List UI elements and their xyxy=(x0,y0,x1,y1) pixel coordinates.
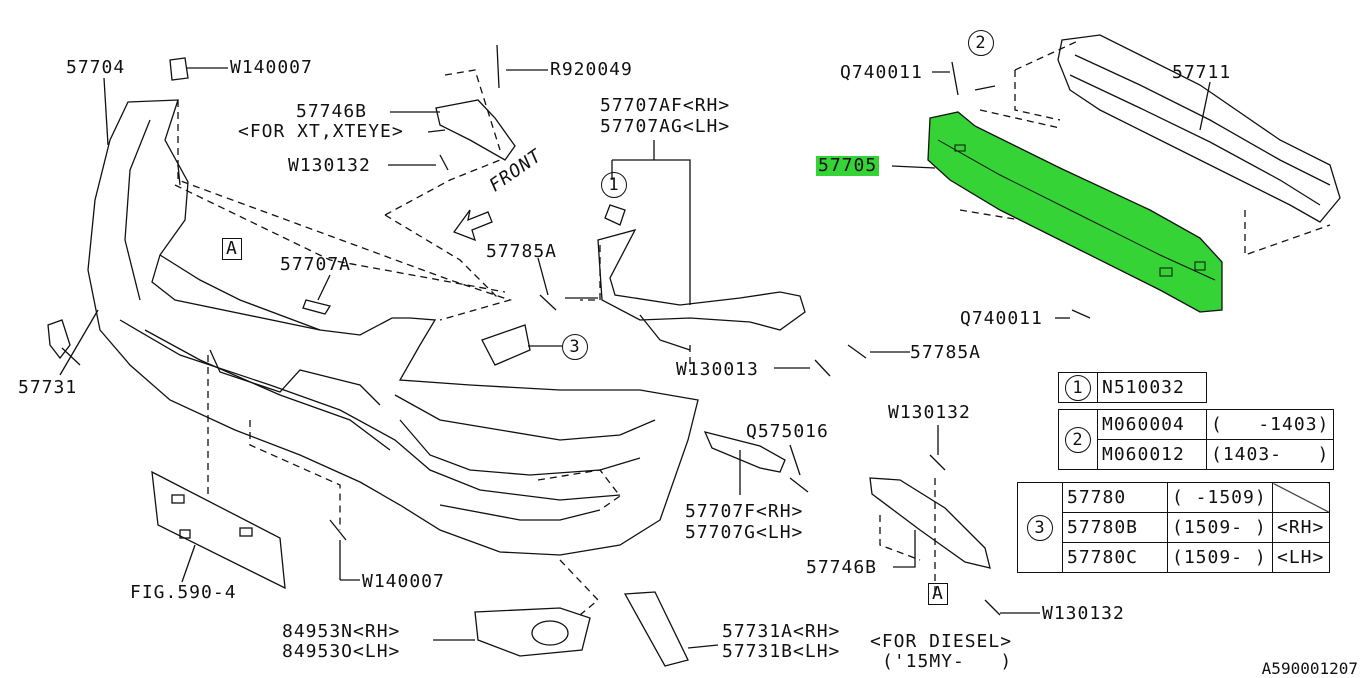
table1-ref: 1 xyxy=(1058,372,1098,403)
label-57731: 57731 xyxy=(18,377,78,398)
label-r920049: R920049 xyxy=(550,59,633,80)
table3-range: (1509- ) xyxy=(1167,512,1273,543)
label-57785a-left: 57785A xyxy=(486,241,558,262)
label-57711: 57711 xyxy=(1172,62,1232,83)
table2-ref: 2 xyxy=(1058,409,1098,470)
table3-range: (1509- ) xyxy=(1167,542,1273,573)
label-for-xt: <FOR XT,XTEYE> xyxy=(238,121,404,142)
label-57785a-right: 57785A xyxy=(910,342,982,363)
table3-part: 57780C xyxy=(1062,542,1168,573)
label-57707a: 57707A xyxy=(280,254,352,275)
label-57707af: 57707AF<RH> xyxy=(600,95,731,116)
label-57707g: 57707G<LH> xyxy=(685,522,804,543)
callout-a-top: A xyxy=(222,238,242,260)
callout-3: 3 xyxy=(562,334,588,360)
table-ref-2: 2 M060004 ( -1403) M060012 (1403- ) xyxy=(1058,409,1335,470)
label-57731a: 57731A<RH> xyxy=(722,621,841,642)
label-q575016: Q575016 xyxy=(746,421,829,442)
label-w140007-bottom: W140007 xyxy=(362,571,445,592)
callout-1: 1 xyxy=(601,172,627,198)
license-plate xyxy=(151,470,286,590)
label-57731b: 57731B<LH> xyxy=(722,641,841,662)
callout-a-bottom: A xyxy=(928,583,948,605)
table2-range: (1403- ) xyxy=(1205,439,1335,470)
label-57705: 57705 xyxy=(816,155,880,176)
table2-range: ( -1403) xyxy=(1205,409,1335,440)
label-w140007: W140007 xyxy=(230,57,313,78)
table-ref-1: 1 N510032 xyxy=(1058,372,1207,403)
table3-part: 57780B xyxy=(1062,512,1168,543)
diagram-id: A590001207 xyxy=(1261,659,1358,678)
table3-side: <LH> xyxy=(1272,542,1330,573)
label-q740011-bottom: Q740011 xyxy=(960,308,1043,329)
table2-part: M060004 xyxy=(1097,409,1207,440)
label-fig-590-4: FIG.590-4 xyxy=(130,582,237,603)
label-for-diesel: <FOR DIESEL> xyxy=(870,631,1013,652)
label-57707f: 57707F<RH> xyxy=(685,501,804,522)
label-w130132-bottom: W130132 xyxy=(1042,603,1125,624)
label-q740011-top: Q740011 xyxy=(840,62,923,83)
callout-2: 2 xyxy=(968,30,994,56)
beam-57711 xyxy=(1057,34,1341,223)
table1-part: N510032 xyxy=(1097,372,1207,403)
label-84953o: 84953O<LH> xyxy=(282,641,401,662)
label-w130132-top: W130132 xyxy=(288,155,371,176)
table2-part: M060012 xyxy=(1097,439,1207,470)
table3-range: ( -1509) xyxy=(1167,482,1273,513)
label-w130013: W130013 xyxy=(676,359,759,380)
table-ref-3: 3 57780 ( -1509) 57780B (1509- ) <RH> 57… xyxy=(1017,482,1330,573)
table3-side xyxy=(1272,482,1330,513)
foglamp-cover xyxy=(474,607,591,657)
label-84953n: 84953N<RH> xyxy=(282,621,401,642)
label-57707ag: 57707AG<LH> xyxy=(600,116,731,137)
table3-part: 57780 xyxy=(1062,482,1168,513)
label-57704: 57704 xyxy=(66,57,126,78)
bumper-face xyxy=(87,99,699,556)
label-w130132-mid: W130132 xyxy=(888,402,971,423)
table3-side: <RH> xyxy=(1272,512,1330,543)
label-15my: ('15MY- ) xyxy=(882,651,1013,672)
label-57746b-top: 57746B xyxy=(296,101,368,122)
table3-ref: 3 xyxy=(1017,482,1063,573)
label-57746b-bottom: 57746B xyxy=(806,557,878,578)
